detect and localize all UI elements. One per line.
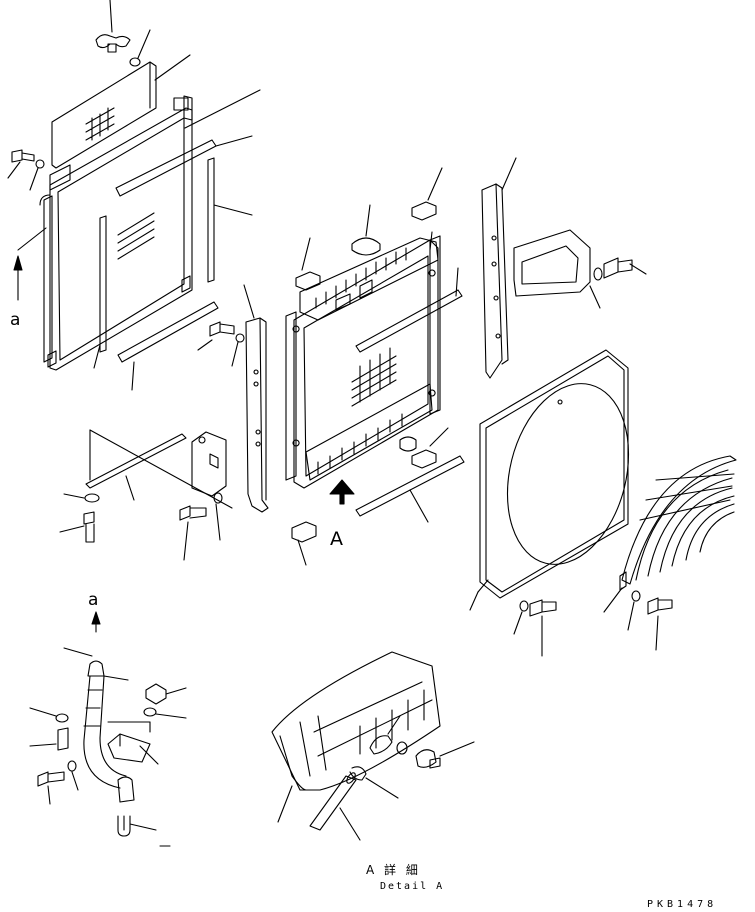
rubber-mounts — [291, 167, 449, 566]
hose-bracket — [107, 721, 159, 765]
bracket-bolt-center — [197, 321, 245, 367]
shroud-bolts — [513, 590, 673, 657]
view-arrow-a — [329, 479, 355, 505]
right-side-bracket — [481, 157, 517, 379]
hose-fittings — [29, 683, 187, 805]
radiator-cap — [351, 204, 381, 256]
corner-bracket-bolt — [593, 257, 647, 281]
detail-title-jp: A 詳 細 — [366, 863, 421, 877]
wing-nut — [95, 0, 131, 53]
radiator-seal-strips — [355, 267, 465, 523]
drawing-code: PKB1478 — [647, 899, 718, 910]
detail-a-drawing — [271, 651, 475, 841]
view-arrow-label: A — [330, 528, 343, 550]
bracket-bolt-left — [7, 149, 45, 191]
wing-nut-washer — [129, 29, 151, 67]
arrow-up-to-a — [13, 227, 47, 301]
callout-a-top: a — [10, 310, 21, 330]
side-bracket — [243, 284, 269, 513]
corner-bracket — [513, 229, 601, 309]
callout-a-bottom: a — [88, 590, 99, 610]
dust-screen-panel — [51, 54, 191, 169]
seal-strip-right — [115, 89, 261, 283]
oil-hose — [83, 660, 135, 803]
stay-bolts-washers — [59, 492, 223, 561]
oil-cooler — [39, 95, 193, 371]
radiator-core — [285, 231, 441, 489]
stay-rod — [85, 429, 233, 509]
u-clamp — [117, 815, 171, 847]
fan-guard — [603, 455, 737, 613]
stay-plate — [191, 431, 227, 497]
detail-title-en: Detail A — [380, 881, 445, 892]
seal-strip-left — [93, 215, 219, 391]
arrow-down-to-a — [63, 611, 101, 657]
fan-shroud — [469, 349, 630, 611]
